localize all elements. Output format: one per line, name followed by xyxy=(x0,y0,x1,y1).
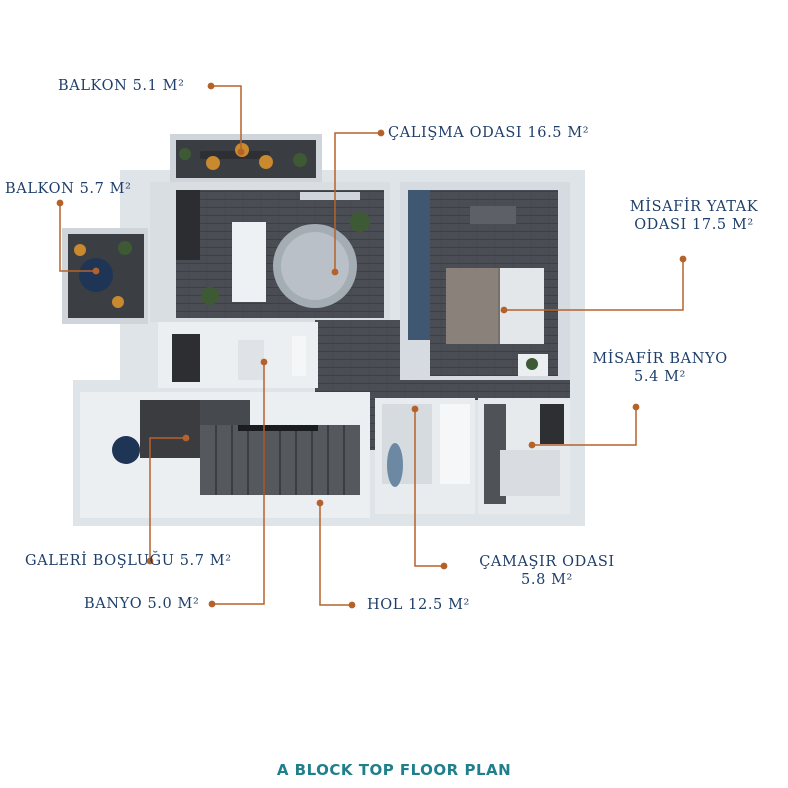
leader-galeri xyxy=(149,437,186,561)
label-banyo: BANYO 5.0 M² xyxy=(84,596,200,612)
label-calisma-odasi: ÇALIŞMA ODASI 16.5 M² xyxy=(388,125,590,141)
dot-misafir-yatak-end xyxy=(500,306,508,314)
dot-galeri-start xyxy=(182,434,190,442)
room-study xyxy=(150,182,390,322)
leader-misafir-banyo xyxy=(532,407,637,446)
label-camasir-odasi-line1: ÇAMAŞIR ODASI xyxy=(479,554,615,570)
dot-balkon-1-start xyxy=(207,82,215,90)
dot-misafir-banyo-end xyxy=(528,441,536,449)
leader-dots xyxy=(56,82,687,609)
label-balkon-2: BALKON 5.7 M² xyxy=(5,181,132,197)
leader-calisma xyxy=(334,132,381,272)
label-galeri-boslugu: GALERİ BOŞLUĞU 5.7 M² xyxy=(25,553,232,569)
leader-misafir-yatak xyxy=(504,259,684,311)
dot-camasir-end xyxy=(440,562,448,570)
label-misafir-yatak-line2: ODASI 17.5 M² xyxy=(634,217,754,234)
dot-misafir-banyo-start xyxy=(632,403,640,411)
leader-balkon-2 xyxy=(59,203,96,272)
label-misafir-yatak-line1: MİSAFİR YATAK xyxy=(629,199,759,215)
room-bathroom xyxy=(158,322,318,388)
label-balkon-1: BALKON 5.1 M² xyxy=(58,78,185,94)
label-camasir-odasi: ÇAMAŞIR ODASI 5.8 M² xyxy=(462,553,632,589)
building-plan xyxy=(62,134,585,526)
leader-lines xyxy=(59,85,684,606)
dot-banyo-start xyxy=(260,358,268,366)
room-laundry xyxy=(375,398,475,514)
dot-balkon-1-end xyxy=(237,148,245,156)
dot-misafir-yatak-start xyxy=(679,255,687,263)
room-guest-bedroom xyxy=(400,182,570,380)
dot-banyo-end xyxy=(208,600,216,608)
balcony-left xyxy=(62,228,148,324)
plan-title: A BLOCK TOP FLOOR PLAN xyxy=(276,761,512,779)
leader-banyo xyxy=(212,362,265,605)
dot-hol-end xyxy=(348,601,356,609)
label-misafir-banyo-line1: MİSAFİR BANYO xyxy=(592,351,728,367)
label-hol: HOL 12.5 M² xyxy=(367,597,470,613)
label-misafir-banyo-line2: 5.4 M² xyxy=(634,369,686,386)
dot-camasir-start xyxy=(411,405,419,413)
balcony-top xyxy=(170,134,322,182)
staircase xyxy=(200,425,360,495)
room-gallery-void xyxy=(80,392,370,518)
dot-calisma-end xyxy=(331,268,339,276)
dot-galeri-end xyxy=(146,557,154,565)
label-misafir-yatak: MİSAFİR YATAK ODASI 17.5 M² xyxy=(614,198,774,234)
label-misafir-banyo: MİSAFİR BANYO 5.4 M² xyxy=(580,350,740,386)
dot-calisma-start xyxy=(377,129,385,137)
dot-balkon-2-end xyxy=(92,267,100,275)
dot-balkon-2-start xyxy=(56,199,64,207)
room-guest-bathroom xyxy=(478,398,570,514)
leader-camasir xyxy=(414,409,444,567)
leader-hol xyxy=(319,503,352,606)
label-camasir-odasi-line2: 5.8 M² xyxy=(521,572,573,589)
dot-hol-start xyxy=(316,499,324,507)
leader-balkon-1 xyxy=(211,85,242,152)
